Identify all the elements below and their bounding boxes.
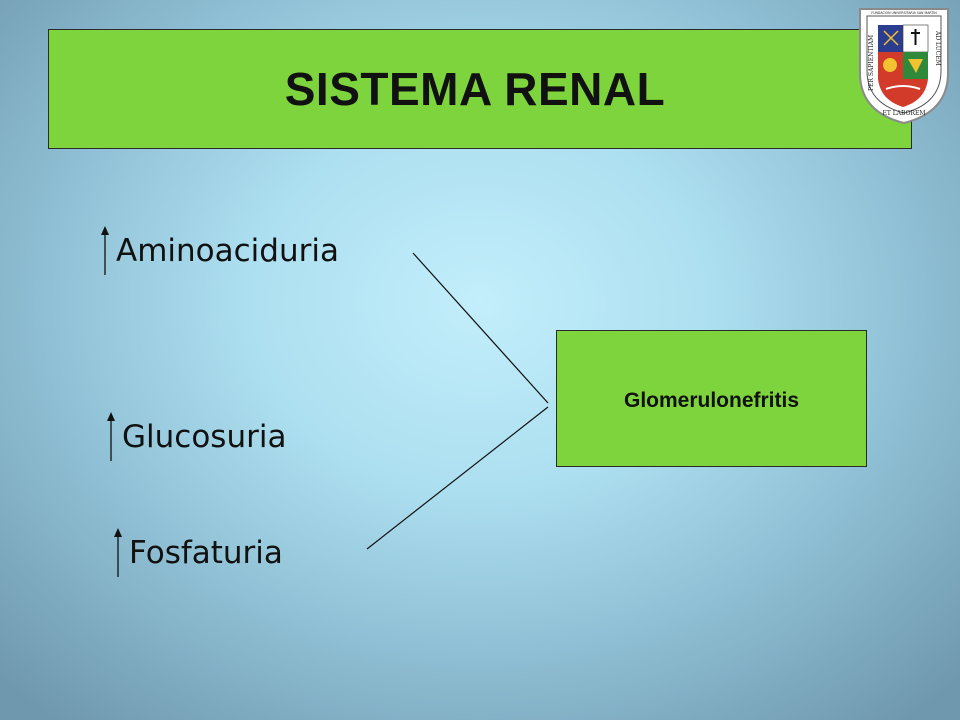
up-arrow-icon <box>107 412 115 461</box>
logo-ring-left-text: PER SAPIENTIAM <box>868 35 875 91</box>
finding-item-glucosuria: Glucosuria <box>104 412 286 462</box>
title-banner: SISTEMA RENAL <box>48 29 912 149</box>
result-box: Glomerulonefritis <box>556 330 867 467</box>
university-crest-logo: FUNDACION UNIVERSITARIA SAN MARTIN PER S… <box>859 8 949 125</box>
logo-ring-bottom-text: ET LABOREM <box>882 110 925 117</box>
slide-title: SISTEMA RENAL <box>284 63 666 115</box>
connector-line-lower <box>366 406 549 550</box>
result-label: Glomerulonefritis <box>623 388 800 412</box>
up-arrow-icon <box>101 226 109 275</box>
finding-label-glucosuria: Glucosuria <box>122 419 287 455</box>
connector-line-upper <box>412 252 549 404</box>
finding-label-aminoaciduria: Aminoaciduria <box>116 233 339 269</box>
finding-item-aminoaciduria: Aminoaciduria <box>98 226 339 276</box>
logo-ring-right-text: AD LUCEM <box>934 30 941 66</box>
finding-item-fosfaturia: Fosfaturia <box>111 528 283 578</box>
logo-ring-top-text: FUNDACION UNIVERSITARIA SAN MARTIN <box>871 11 937 15</box>
finding-label-fosfaturia: Fosfaturia <box>129 535 283 571</box>
up-arrow-icon <box>114 528 122 577</box>
